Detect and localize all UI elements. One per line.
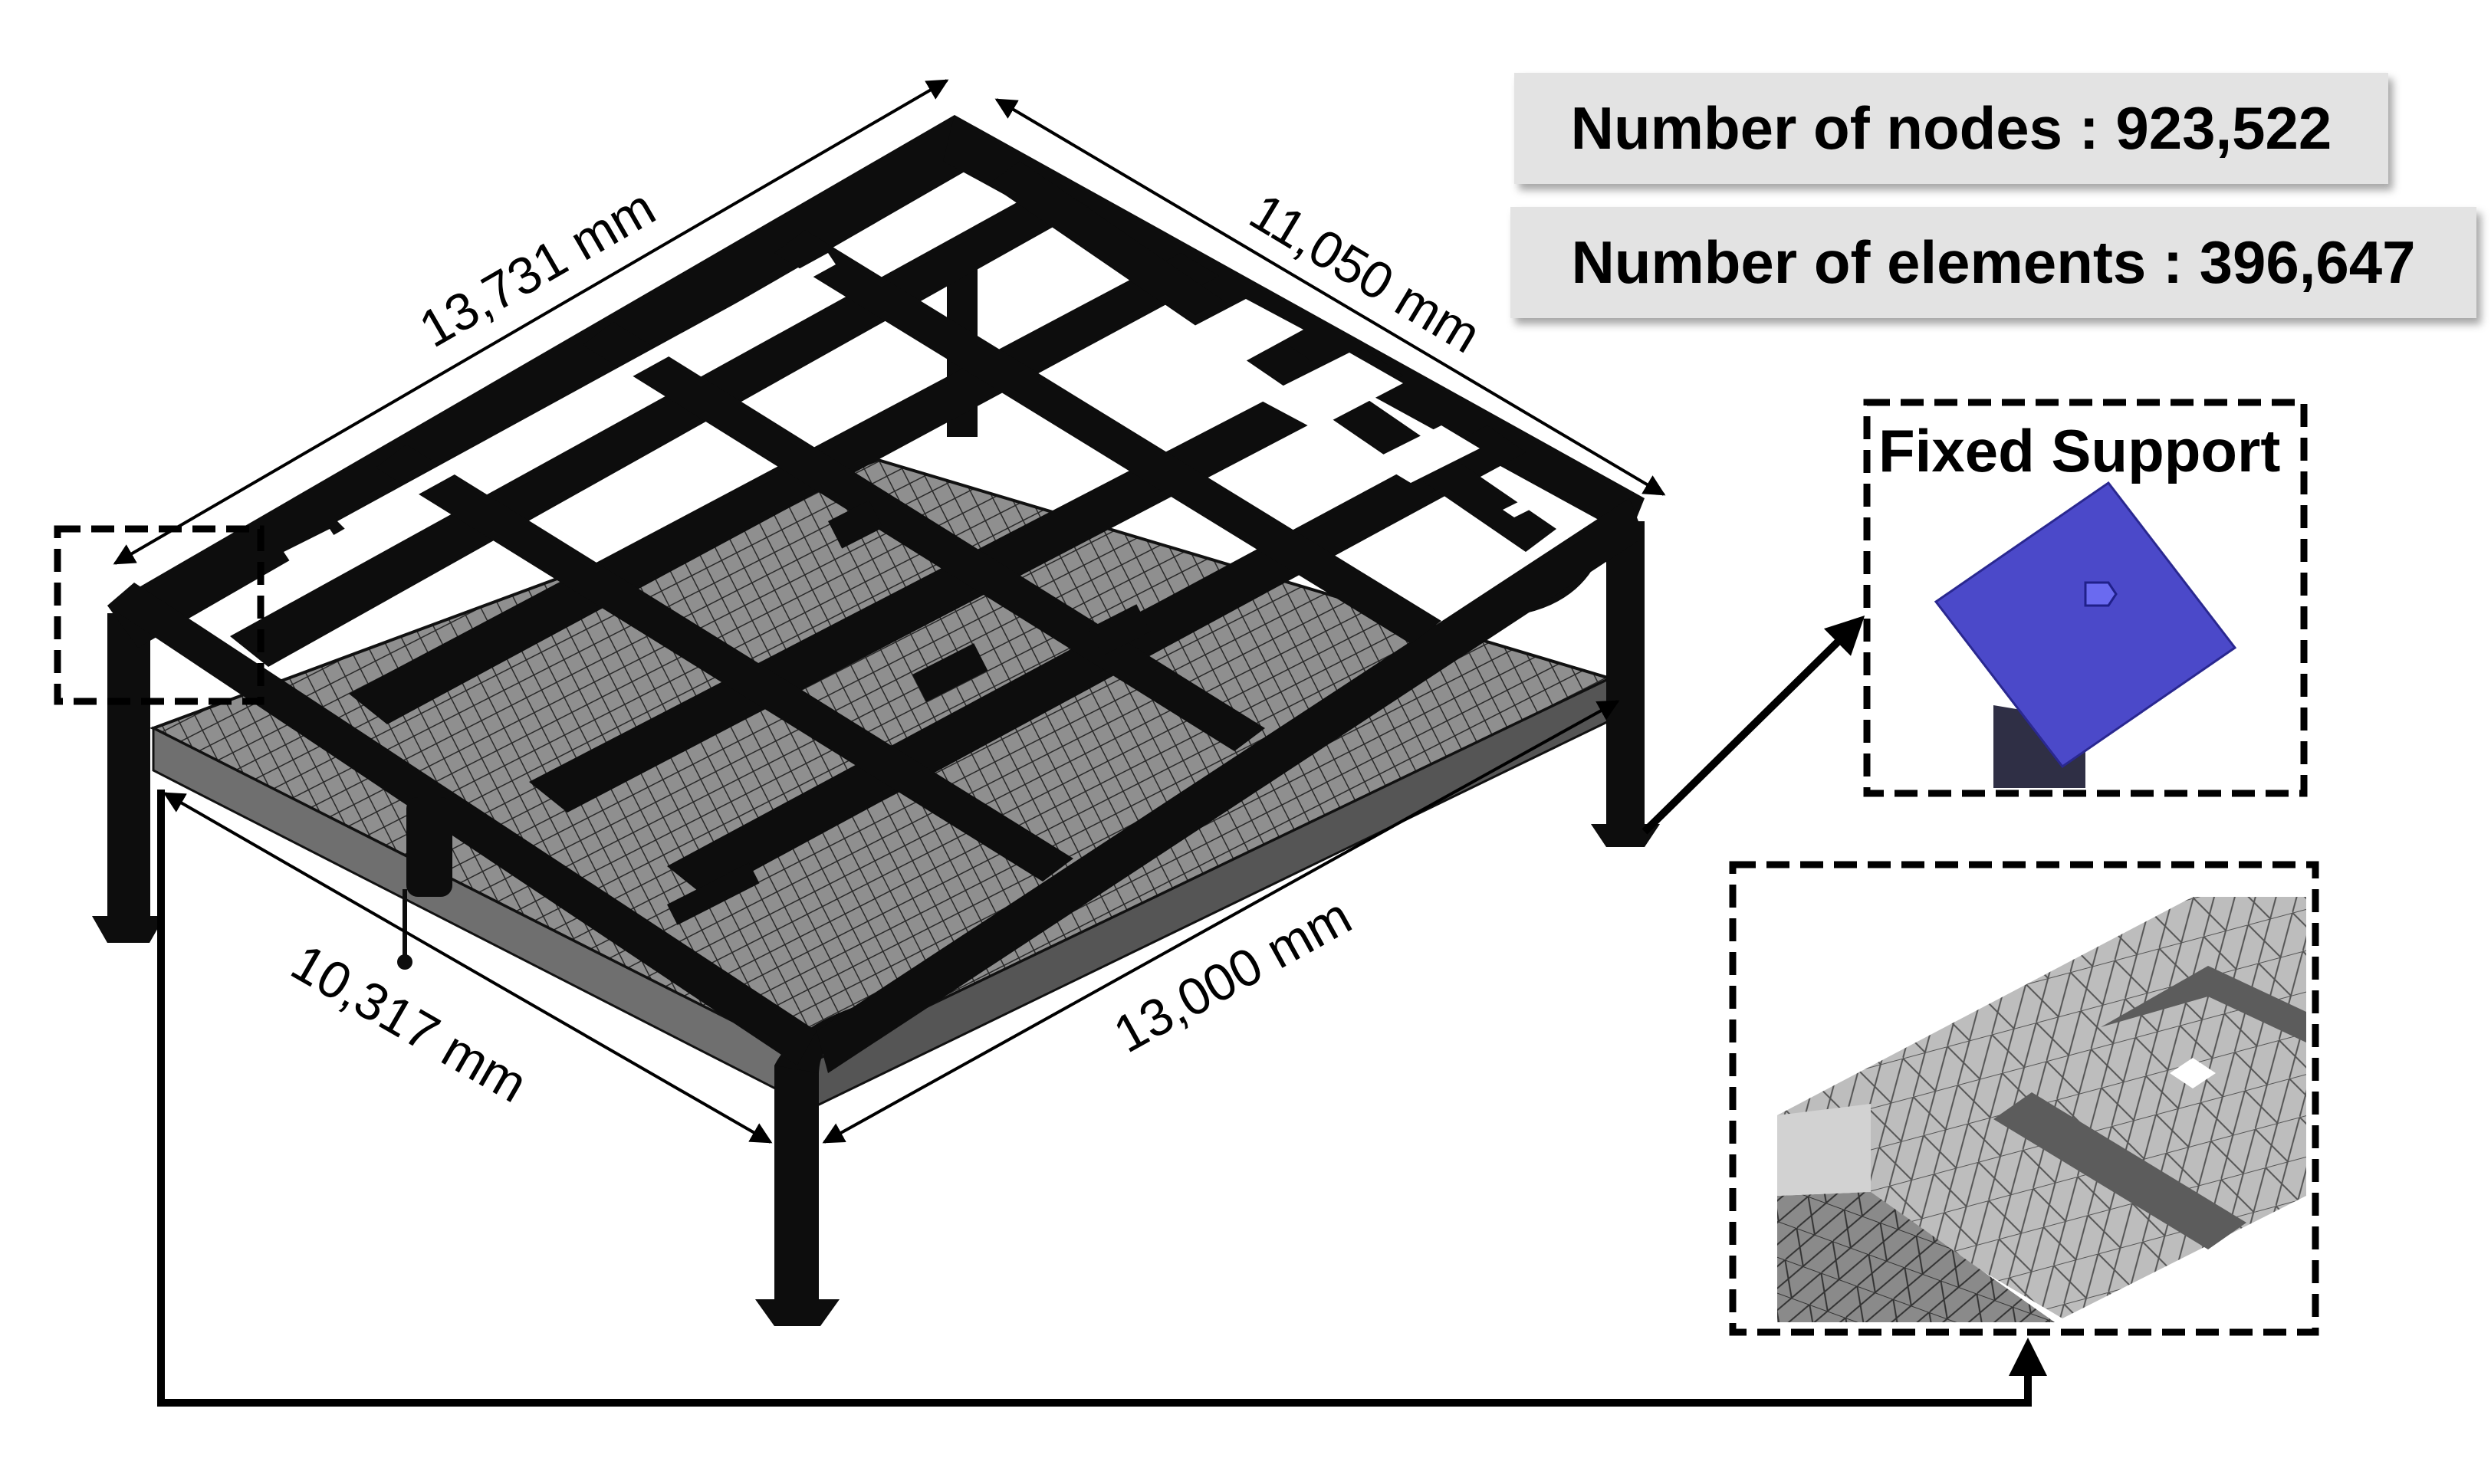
support-node-marker	[2084, 581, 2118, 607]
fixed-support-plate	[1934, 481, 2237, 769]
fixed-support-label: Fixed Support	[1878, 417, 2280, 484]
dim-line-bottom-right	[822, 700, 1620, 1144]
fixed-support-detail: Fixed Support	[1863, 399, 2308, 797]
dim-line-bottom-left	[163, 792, 773, 1144]
mesh-detail-slot-1	[1993, 1092, 2246, 1249]
node-count-label: Number of nodes : 923,522	[1570, 94, 2332, 162]
dim-line-top-left	[113, 79, 949, 565]
element-count-box: Number of elements : 396,647	[1510, 207, 2476, 318]
node-count-box: Number of nodes : 923,522	[1514, 73, 2388, 184]
mesh-detail	[1729, 861, 2319, 1336]
dimension-lines	[113, 79, 1666, 1144]
connector-arrows	[157, 615, 2047, 1407]
mesh-detail-lower-block	[1777, 1192, 2055, 1322]
mesh-detail-step-face	[1777, 1104, 1871, 1196]
arrow-to-mesh-detail	[157, 790, 2047, 1407]
mesh-detail-slot-2	[2101, 966, 2306, 1042]
mesh-detail-hole	[2170, 1058, 2216, 1088]
arrow-to-fixed-support	[1641, 615, 1865, 835]
dim-line-top-right	[994, 98, 1666, 496]
element-count-label: Number of elements : 396,647	[1571, 228, 2416, 296]
